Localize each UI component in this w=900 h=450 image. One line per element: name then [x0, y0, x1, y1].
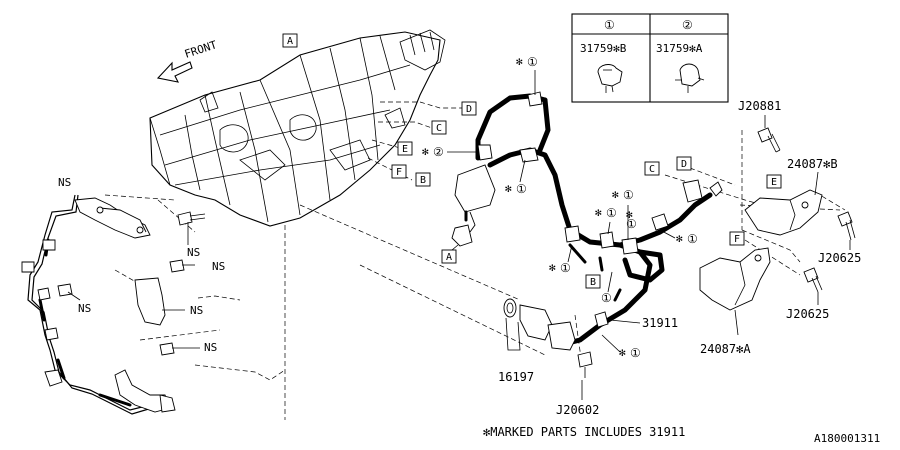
svg-text:F: F	[396, 167, 402, 178]
legend-col1-num: ①	[604, 18, 615, 32]
ref-1e-prefix: ✻	[626, 208, 633, 221]
bracket-24087B	[744, 189, 823, 236]
ns-bolt-1	[177, 211, 206, 245]
bolt-J20881	[757, 127, 781, 153]
circle-ref-2: ②	[433, 145, 444, 159]
bracket-24087A	[699, 247, 771, 336]
circle-ref-1i: ①	[630, 346, 641, 360]
circle-ref-1g: ①	[560, 261, 571, 275]
diagram-id: A180001311	[814, 432, 880, 445]
mark-ref-1f: ✻	[676, 232, 683, 245]
svg-text:D: D	[466, 104, 472, 115]
legend-col2-part: 31759✻A	[656, 42, 703, 55]
svg-text:A: A	[446, 252, 452, 263]
circle-ref-1c: ①	[623, 188, 634, 202]
callout-F-right: F	[729, 231, 745, 246]
callout-F-top: F	[391, 164, 407, 179]
part-24087A: 24087✻A	[700, 342, 751, 356]
left-harness	[21, 194, 176, 415]
bolt-J20625-b	[803, 267, 823, 293]
svg-text:A: A	[287, 36, 293, 47]
callout-E-right: E	[766, 174, 782, 189]
part-J20602: J20602	[556, 403, 599, 417]
svg-text:B: B	[420, 175, 426, 186]
callout-C-top: C	[431, 120, 447, 135]
mark-ref-1b: ✻	[505, 182, 512, 195]
legend-table: ① ② 31759✻B 31759✻A	[571, 13, 729, 103]
mark-ref-1i: ✻	[619, 346, 626, 359]
ns-bolt-2	[169, 259, 195, 273]
mark-ref-1a: ✻	[516, 55, 523, 68]
legend-col1-part: 31759✻B	[580, 42, 627, 55]
mark-ref-1g: ✻	[549, 261, 556, 274]
callout-B-top: B	[415, 172, 431, 187]
legend-part-1-drawing	[597, 64, 623, 93]
mark-ref-1d: ✻	[595, 206, 602, 219]
circle-ref-1a: ①	[527, 55, 538, 69]
circle-ref-1e: ①	[626, 217, 637, 231]
circle-ref-1f: ①	[687, 232, 698, 246]
svg-text:B: B	[590, 277, 596, 288]
ref-marks: ✻ ① ✻ ② ✻ ① ✻ ① ✻ ① ✻ ① ✻ ① ✻ ① ① ✻ ①	[422, 55, 698, 360]
ns-bracket	[134, 277, 185, 326]
part-16197: 16197	[498, 370, 534, 384]
ns-label-4: NS	[78, 302, 91, 315]
svg-text:C: C	[436, 123, 442, 134]
mark-ref-2: ✻	[422, 145, 429, 158]
footnote: ✻MARKED PARTS INCLUDES 31911	[483, 425, 685, 439]
ns-label-2: NS	[187, 246, 200, 259]
svg-text:C: C	[649, 164, 655, 175]
front-label: FRONT	[183, 38, 219, 61]
callout-A-harness: A	[441, 244, 459, 264]
bolt-J20625-a	[837, 211, 856, 241]
svg-text:F: F	[734, 234, 740, 245]
ns-label-3: NS	[212, 260, 225, 273]
part-24087B: 24087✻B	[787, 157, 838, 171]
callout-B-harness: B	[585, 274, 601, 289]
transmission-illustration	[149, 29, 446, 227]
leader-24087B	[814, 171, 819, 196]
mark-ref-1c: ✻	[612, 188, 619, 201]
ns-label-1: NS	[58, 176, 71, 189]
ns-label-5: NS	[190, 304, 203, 317]
part-31911: 31911	[642, 316, 678, 330]
svg-text:E: E	[771, 177, 777, 188]
ns-bolt-3	[57, 283, 81, 301]
circle-ref-1b: ①	[516, 182, 527, 196]
callout-E-top: E	[397, 141, 413, 156]
front-arrow: FRONT	[156, 38, 219, 83]
callout-A-top: A	[282, 33, 298, 48]
part-J20625-a: J20625	[818, 251, 861, 265]
part-J20881: J20881	[738, 99, 781, 113]
circle-ref-1d: ①	[606, 206, 617, 220]
ns-bolt-4	[159, 342, 200, 356]
callout-D-harness: D	[676, 156, 692, 171]
main-harness	[451, 91, 723, 378]
callout-C-harness: C	[644, 161, 660, 176]
svg-text:D: D	[681, 159, 687, 170]
ns-label-6: NS	[204, 341, 217, 354]
legend-col2-num: ②	[682, 18, 693, 32]
svg-text:E: E	[402, 144, 408, 155]
part-J20625-b: J20625	[786, 307, 829, 321]
circle-ref-1h: ①	[601, 291, 612, 305]
callout-D-top: D	[461, 101, 477, 116]
legend-part-2-drawing	[675, 63, 705, 93]
leader-31911	[609, 319, 641, 324]
